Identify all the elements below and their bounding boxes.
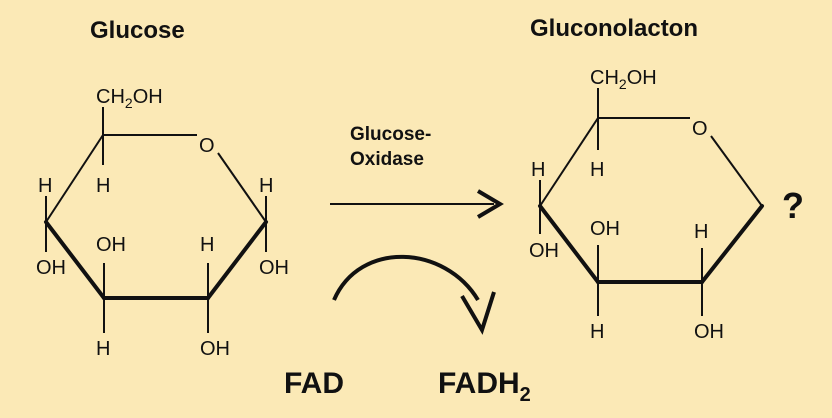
glucose-bond-c1-c2 bbox=[206, 220, 268, 300]
glucose-c3-h: H bbox=[96, 338, 110, 360]
lacton-ch2oh-label: CH2OH bbox=[590, 67, 657, 92]
glucose-title: Glucose bbox=[90, 17, 185, 44]
glucose-c2-oh: OH bbox=[200, 338, 230, 360]
lacton-c4-oh: OH bbox=[529, 240, 559, 262]
glucose-molecule: Glucose CH2OH O H H OH OH H H OH H OH bbox=[36, 17, 289, 360]
lacton-c4-h: H bbox=[531, 159, 545, 181]
glucose-c4-h: H bbox=[38, 175, 52, 197]
lacton-c3-oh: OH bbox=[590, 218, 620, 240]
lacton-bond-c4-c5 bbox=[539, 117, 599, 207]
enzyme-label-line2: Oxidase bbox=[350, 149, 424, 170]
glucose-bond-c4-c5 bbox=[45, 134, 104, 223]
lacton-c5-h: H bbox=[590, 159, 604, 181]
glucose-c5-h: H bbox=[96, 175, 110, 197]
fadh2-label: FADH2 bbox=[438, 367, 531, 406]
fad-label: FAD bbox=[284, 367, 344, 400]
reaction-arrow-head bbox=[476, 189, 504, 219]
unknown-question-mark: ? bbox=[782, 185, 804, 226]
lacton-c2-h: H bbox=[694, 221, 708, 243]
cofactor-arrow-group: FAD FADH2 bbox=[284, 254, 531, 406]
cofactor-arrow-head bbox=[460, 291, 496, 335]
lacton-bond-c3-c4 bbox=[538, 204, 600, 284]
lacton-ring-oxygen: O bbox=[692, 118, 708, 140]
lacton-bond-o-c1 bbox=[710, 135, 763, 207]
enzyme-label-line1: Glucose- bbox=[350, 124, 431, 145]
cofactor-curved-arrow bbox=[332, 254, 480, 302]
glucose-c2-h: H bbox=[200, 234, 214, 256]
glucose-ch2oh-label: CH2OH bbox=[96, 86, 163, 111]
glucose-c1-h: H bbox=[259, 175, 273, 197]
lacton-c2-oh: OH bbox=[694, 321, 724, 343]
gluconolacton-title: Gluconolacton bbox=[530, 15, 698, 42]
glucose-bond-c3-c4 bbox=[44, 220, 106, 300]
glucose-c4-oh: OH bbox=[36, 257, 66, 279]
reaction-arrow-group: Glucose- Oxidase bbox=[330, 124, 504, 219]
glucose-c1-oh: OH bbox=[259, 257, 289, 279]
glucose-c3-oh: OH bbox=[96, 234, 126, 256]
lacton-bond-c1-c2 bbox=[700, 204, 764, 284]
lacton-c3-h: H bbox=[590, 321, 604, 343]
glucose-bond-o-c1 bbox=[217, 152, 267, 223]
gluconolacton-molecule: Gluconolacton CH2OH O H H OH OH H H OH ? bbox=[529, 15, 804, 343]
glucose-ring-oxygen: O bbox=[199, 135, 215, 157]
